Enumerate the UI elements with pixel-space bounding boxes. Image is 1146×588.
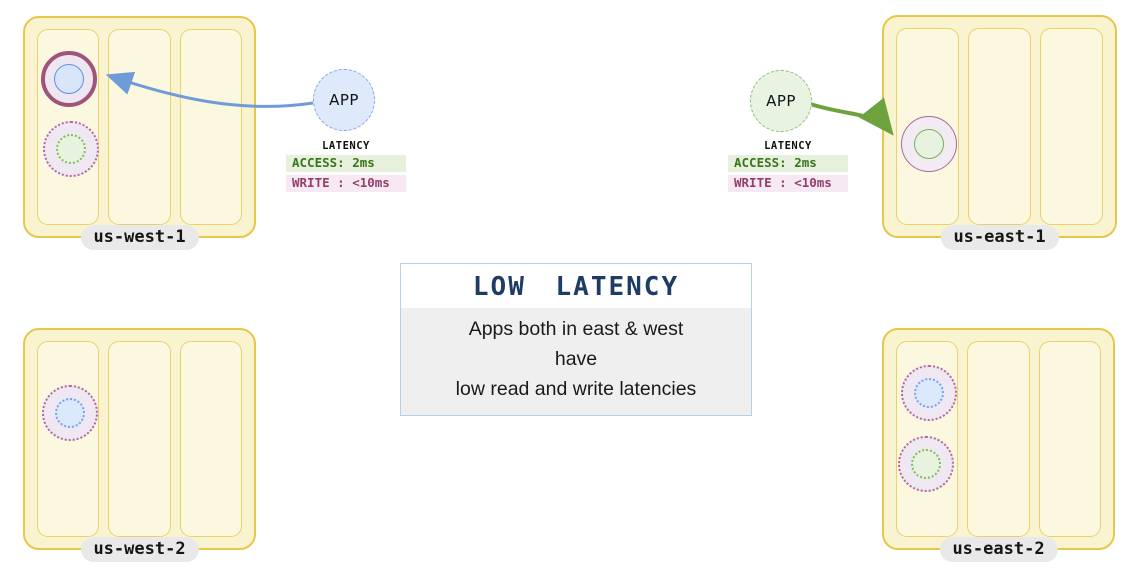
- region-us-west-1: us-west-1: [23, 16, 256, 250]
- standby-replica-icon: [42, 385, 98, 441]
- blue-database-icon: [54, 64, 84, 94]
- availability-zone: [968, 28, 1031, 225]
- standby-replica-icon: [43, 121, 99, 177]
- app-node-west-label: APP: [329, 91, 359, 109]
- availability-zone: [37, 29, 100, 225]
- region-us-east-1: us-east-1: [882, 15, 1117, 250]
- availability-zone: [1038, 341, 1101, 537]
- region-us-east-2: us-east-2: [882, 328, 1115, 562]
- availability-zone: [1040, 28, 1103, 225]
- app-node-west: APP: [313, 69, 375, 131]
- availability-zone: [179, 29, 242, 225]
- access-latency-badge: ACCESS: 2ms: [728, 155, 848, 172]
- green-database-dotted-icon: [911, 449, 941, 479]
- availability-zone: [108, 341, 171, 537]
- region-label-us-east-1: us-east-1: [940, 224, 1059, 250]
- standby-replica-icon: [901, 365, 957, 421]
- write-latency-badge: WRITE : <10ms: [286, 174, 406, 192]
- region-us-west-2: us-west-2: [23, 328, 256, 562]
- availability-zone: [896, 28, 959, 225]
- region-label-us-east-2: us-east-2: [939, 536, 1058, 562]
- availability-zone: [37, 341, 100, 537]
- blue-database-dotted-icon: [55, 398, 85, 428]
- app-to-east-replica-arrow: [809, 97, 894, 136]
- write-latency-badge: WRITE : <10ms: [728, 174, 848, 192]
- region-label-us-west-2: us-west-2: [80, 536, 199, 562]
- zone-group: [25, 330, 254, 548]
- zone-group: [884, 17, 1115, 236]
- latency-title: LATENCY: [322, 140, 370, 152]
- zone-group: [884, 330, 1113, 548]
- availability-zone: [179, 341, 242, 537]
- green-database-dotted-icon: [56, 134, 86, 164]
- green-database-icon: [914, 129, 944, 159]
- callout-title: LOW LATENCY: [401, 264, 751, 308]
- app-node-east: APP: [750, 70, 812, 132]
- availability-zone: [896, 341, 959, 537]
- low-latency-callout: LOW LATENCY Apps both in east & west hav…: [400, 263, 752, 416]
- latency-block-west: LATENCY ACCESS: 2ms WRITE : <10ms: [286, 140, 406, 192]
- latency-block-east: LATENCY ACCESS: 2ms WRITE : <10ms: [728, 140, 848, 192]
- availability-zone: [108, 29, 171, 225]
- leader-replica-icon: [41, 51, 97, 107]
- latency-title: LATENCY: [764, 140, 812, 152]
- app-node-east-label: APP: [766, 92, 796, 110]
- blue-database-dotted-icon: [914, 378, 944, 408]
- zone-group: [25, 18, 254, 236]
- callout-line: Apps both in east & west: [468, 318, 684, 340]
- callout-line: low read and write latencies: [455, 378, 697, 401]
- availability-zone: [967, 341, 1030, 537]
- callout-body: Apps both in east & west have low read a…: [401, 308, 751, 415]
- active-replica-icon: [901, 116, 957, 172]
- access-latency-badge: ACCESS: 2ms: [286, 155, 406, 172]
- callout-line: have: [554, 348, 598, 371]
- standby-replica-icon: [898, 436, 954, 492]
- region-label-us-west-1: us-west-1: [80, 224, 199, 250]
